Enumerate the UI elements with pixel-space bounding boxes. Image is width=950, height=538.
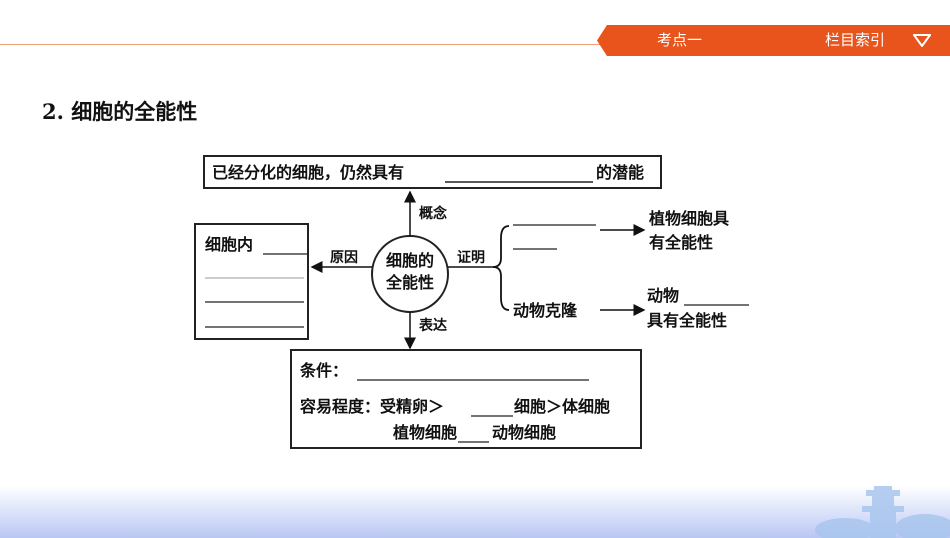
proof-arrow-label: 证明 [457,250,485,266]
ease-mid: 细胞＞体细胞 [514,397,610,416]
concept-text-right: 的潜能 [596,163,644,182]
proof-brace [492,225,510,311]
totipotency-diagram: 已经分化的细胞，仍然具有 的潜能 细胞的 全能性 概念 原因 证明 表达 细胞内… [194,155,749,449]
plant-result-line1: 植物细胞具 [648,209,729,228]
plant-result-line2: 有全能性 [649,233,713,252]
reason-box-title: 细胞内 [205,235,253,254]
concept-arrow-label: 概念 [419,205,448,222]
header-divider [0,44,600,45]
animal-result-line2: 具有全能性 [647,311,727,330]
ease-prefix: 容易程度：受精卵＞ [299,397,444,416]
concept-box [203,155,662,189]
reason-box [194,223,309,340]
pagoda-decoration [815,486,950,538]
condition-label: 条件： [299,361,348,380]
expression-box [290,349,642,449]
section-title: 2. 细胞的全能性 [42,99,198,124]
expression-arrow-label: 表达 [418,317,447,334]
reason-arrow-label: 原因 [330,250,358,266]
header-nav-bar: 考点一 栏目索引 [597,25,950,56]
index-button[interactable]: 栏目索引 [825,31,886,49]
center-line2: 全能性 [385,273,434,292]
ease-line2-left: 植物细胞 [392,423,457,442]
topic-button[interactable]: 考点一 [657,31,703,49]
concept-text-left: 已经分化的细胞，仍然具有 [212,163,404,182]
center-line1: 细胞的 [386,251,434,270]
triangle-down-icon[interactable] [913,34,931,47]
ease-line2-right: 动物细胞 [492,423,556,442]
footer-band [0,486,950,538]
animal-result-line1: 动物 [647,286,679,305]
animal-method: 动物克隆 [513,301,578,320]
